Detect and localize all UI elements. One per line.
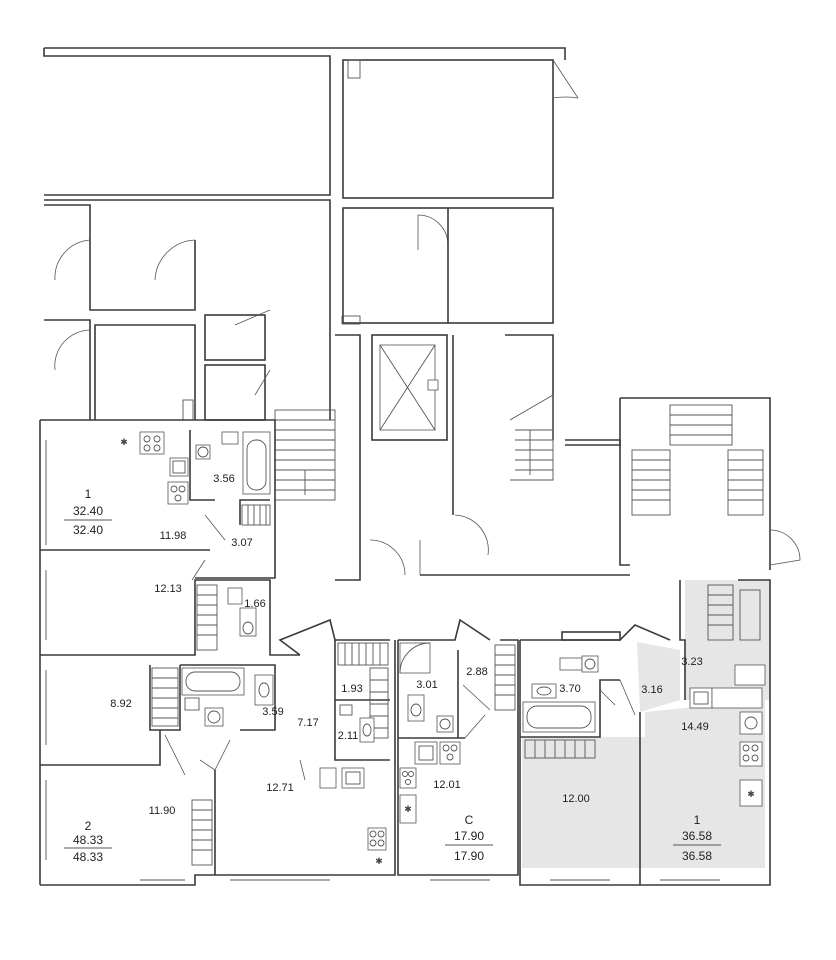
sink-icon <box>689 687 713 709</box>
svg-text:1: 1 <box>85 487 92 501</box>
washer-icon <box>436 715 454 733</box>
stove-icon <box>739 711 763 735</box>
room-area: 11.98 <box>160 530 187 542</box>
apartment-label-1-left: 1 32.40 32.40 <box>64 487 112 537</box>
room-area: 8.92 <box>110 698 131 710</box>
washer-icon <box>195 444 211 460</box>
fridge-icon: ✱ <box>375 856 383 866</box>
stove-icon <box>399 767 417 789</box>
sink-icon <box>221 431 239 445</box>
stove-icon <box>367 827 387 851</box>
shower-icon <box>399 642 431 674</box>
room-area: 12.71 <box>266 782 294 794</box>
svg-text:36.58: 36.58 <box>682 829 712 843</box>
sink-icon <box>414 741 438 765</box>
sink-icon <box>559 657 583 671</box>
svg-text:2: 2 <box>85 819 92 833</box>
stairs-icon <box>241 504 271 526</box>
upper-structures <box>43 47 579 421</box>
stove-icon <box>739 741 763 767</box>
room-area: 3.23 <box>681 656 702 668</box>
apartment-labels: 1 32.40 32.40 2 48.33 48.33 С 17.90 17.9… <box>64 487 721 864</box>
room-area: 3.59 <box>262 706 283 718</box>
stove-icon <box>439 741 461 765</box>
svg-text:17.90: 17.90 <box>454 829 484 843</box>
sink-icon <box>341 767 365 789</box>
room-area: 12.01 <box>433 779 461 791</box>
apartment-label-2-left: 2 48.33 48.33 <box>64 819 112 864</box>
toilet-icon <box>531 683 557 699</box>
svg-text:1: 1 <box>694 813 701 827</box>
apartment-c: ✱ <box>397 618 519 881</box>
stairs-icon <box>509 394 554 481</box>
svg-text:48.33: 48.33 <box>73 833 103 847</box>
sink-icon <box>227 587 243 605</box>
room-area: 12.13 <box>154 583 182 595</box>
apartment-1-right: ✱ <box>519 579 771 886</box>
apartment-1-left: ✱ <box>39 419 300 885</box>
stairs-icon <box>191 799 213 866</box>
room-area: 3.70 <box>559 683 580 695</box>
room-area: 3.16 <box>641 684 662 696</box>
room-area: 1.93 <box>341 683 362 695</box>
stairs-icon <box>619 397 771 570</box>
washer-icon <box>204 707 224 727</box>
washer-icon <box>581 655 599 673</box>
svg-text:48.33: 48.33 <box>73 850 103 864</box>
room-area: 7.17 <box>297 717 318 729</box>
room-area: 3.01 <box>416 679 437 691</box>
apartment-center-block: ✱ <box>199 618 396 881</box>
stairs-icon <box>274 409 336 501</box>
room-area: 3.56 <box>213 473 234 485</box>
toilet-icon <box>407 694 425 722</box>
room-area: 11.90 <box>149 805 176 817</box>
room-area: 2.11 <box>338 730 359 742</box>
room-area: 12.00 <box>562 793 590 805</box>
svg-text:36.58: 36.58 <box>682 849 712 863</box>
svg-text:17.90: 17.90 <box>454 849 484 863</box>
apartment-label-c: С 17.90 17.90 <box>445 813 493 863</box>
room-area-labels: 11.98 3.56 3.07 12.13 1.66 8.92 3.59 7.1… <box>110 473 708 817</box>
stove-icon <box>139 431 165 455</box>
bathtub-icon <box>522 701 596 733</box>
bathtub-icon <box>242 431 271 495</box>
toilet-icon <box>239 607 257 637</box>
elevator-icon <box>379 344 439 431</box>
stove-icon <box>167 481 189 505</box>
svg-text:32.40: 32.40 <box>73 504 103 518</box>
room-area: 2.88 <box>466 666 487 678</box>
room-area: 1.66 <box>244 598 265 610</box>
apartment-label-1-right: 1 36.58 36.58 <box>673 813 721 863</box>
sink-icon <box>169 457 189 477</box>
building-core <box>274 334 801 581</box>
fridge-icon: ✱ <box>120 437 128 447</box>
apartment-2-left <box>40 664 276 886</box>
fridge-icon: ✱ <box>747 789 755 799</box>
svg-text:32.40: 32.40 <box>73 523 103 537</box>
sink-icon <box>319 767 337 789</box>
toilet-icon <box>359 717 375 743</box>
room-area: 3.07 <box>231 537 252 549</box>
svg-text:С: С <box>465 813 474 827</box>
bathtub-icon <box>181 667 245 696</box>
toilet-icon <box>254 674 274 706</box>
fridge-icon: ✱ <box>404 804 412 814</box>
room-area: 14.49 <box>681 721 709 733</box>
